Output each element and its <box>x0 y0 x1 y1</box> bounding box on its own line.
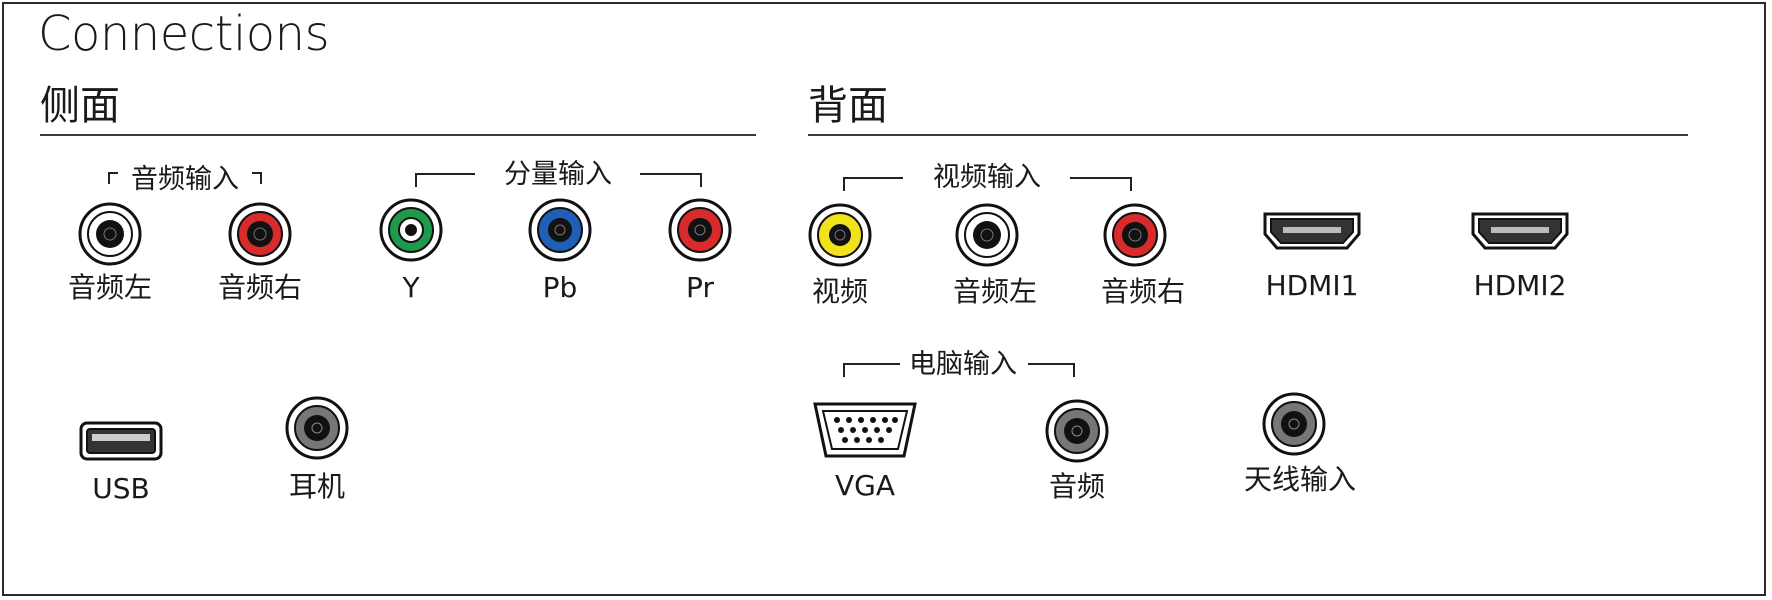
rca-white-icon <box>78 202 142 266</box>
rca-red-icon <box>668 198 732 262</box>
bracket-side-audio-left <box>108 172 118 184</box>
port-label-back-audio-l: 音频左 <box>952 275 1038 308</box>
bracket-video-left <box>843 177 903 191</box>
bracket-pc-left <box>843 363 900 377</box>
port-label-usb: USB <box>92 472 150 505</box>
rca-red-icon <box>228 202 292 266</box>
section-side-title: 侧面 <box>40 83 120 129</box>
rca-yellow-icon <box>808 203 872 267</box>
rca-blue-icon <box>528 198 592 262</box>
port-label-headphone: 耳机 <box>288 470 346 503</box>
bracket-pc-right <box>1028 363 1075 377</box>
port-label-hdmi2: HDMI2 <box>1473 269 1567 302</box>
rca-green-icon <box>379 198 443 262</box>
usb-port-icon <box>79 421 163 461</box>
group-label-component-in: 分量输入 <box>504 159 612 190</box>
port-label-video: 视频 <box>811 275 869 308</box>
vga-port-icon <box>813 402 917 458</box>
port-label-comp-pr: Pr <box>686 271 714 304</box>
antenna-jack-icon <box>1262 392 1326 456</box>
port-label-side-audio-l: 音频左 <box>67 271 153 304</box>
group-label-pc-in: 电脑输入 <box>909 349 1017 380</box>
port-label-back-audio-r: 音频右 <box>1100 275 1186 308</box>
audio-jack-icon <box>1045 399 1109 463</box>
bracket-component-left <box>415 173 475 187</box>
hdmi-port-icon <box>1471 212 1569 250</box>
group-label-side-audio-in: 音频输入 <box>131 164 239 195</box>
bracket-video-right <box>1070 177 1132 191</box>
port-label-pc-audio: 音频 <box>1048 470 1106 503</box>
bracket-component-right <box>640 173 702 187</box>
port-label-hdmi1: HDMI1 <box>1265 269 1359 302</box>
page-title: Connections <box>38 6 330 62</box>
hdmi-port-icon <box>1263 212 1361 250</box>
port-label-side-audio-r: 音频右 <box>217 271 303 304</box>
port-label-vga: VGA <box>834 469 896 502</box>
section-back-title: 背面 <box>808 83 888 129</box>
group-label-video-in: 视频输入 <box>933 162 1041 193</box>
bracket-side-audio-right <box>252 172 262 184</box>
rca-white-icon <box>955 203 1019 267</box>
rca-red-icon <box>1103 203 1167 267</box>
port-label-comp-pb: Pb <box>542 271 578 304</box>
section-back-rule <box>808 134 1688 136</box>
headphone-jack-icon <box>285 396 349 460</box>
port-label-comp-y: Y <box>402 271 420 304</box>
port-label-antenna: 天线输入 <box>1243 463 1357 496</box>
section-side-rule <box>40 134 756 136</box>
